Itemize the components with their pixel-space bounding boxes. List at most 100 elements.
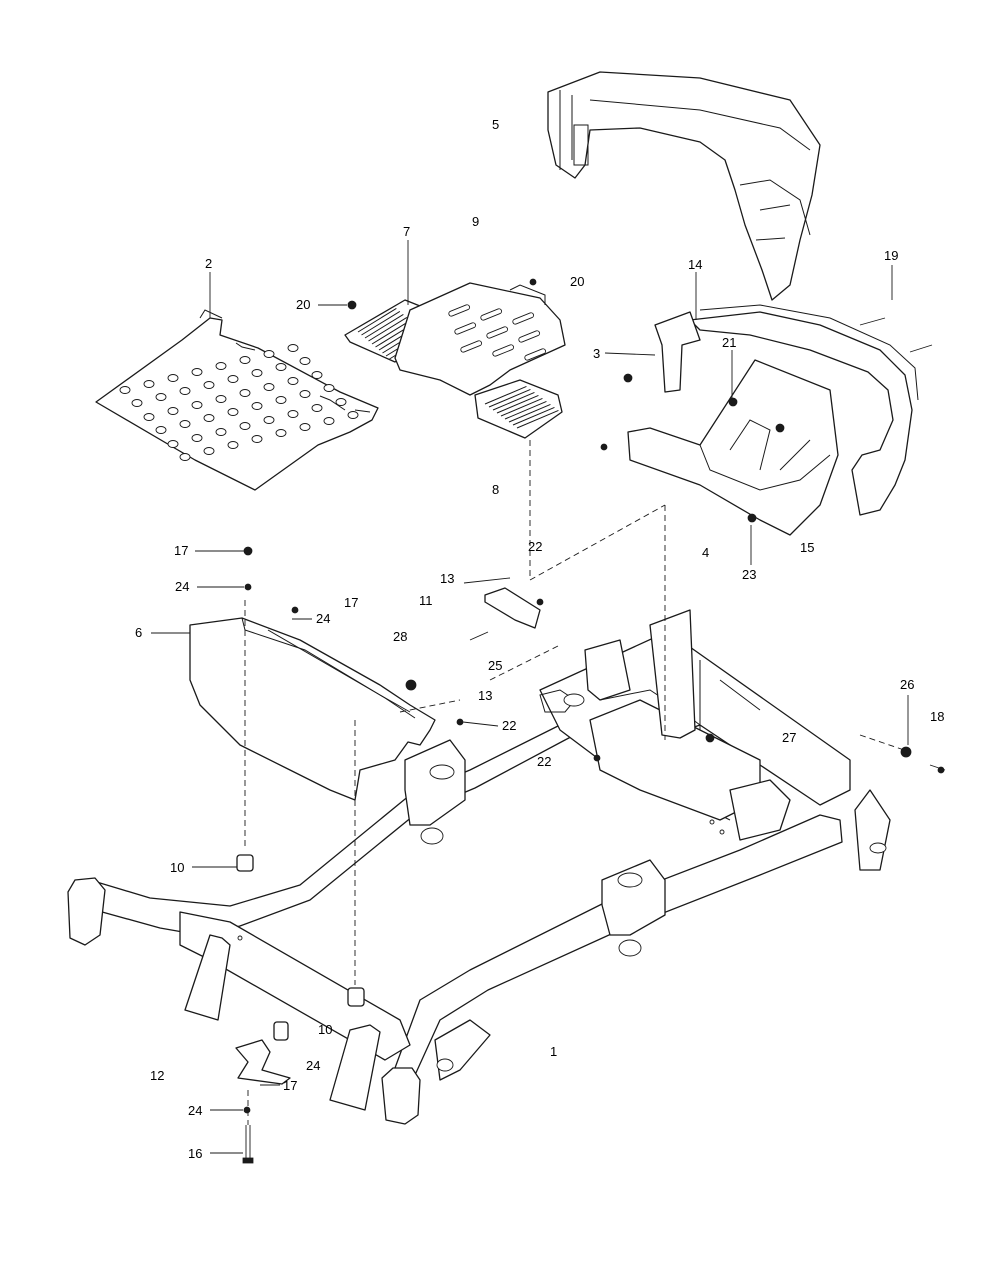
floor-plate-holes xyxy=(119,344,359,461)
plate-slot xyxy=(448,304,471,317)
floor-hole xyxy=(167,440,179,448)
callout-10-lower: 10 xyxy=(318,1022,332,1037)
plate-slot xyxy=(512,312,535,325)
floor-hole xyxy=(347,411,359,419)
floor-hole xyxy=(215,428,227,436)
part-footplate-8 xyxy=(474,379,563,439)
callout-23: 23 xyxy=(742,567,756,582)
callout-15: 15 xyxy=(800,540,814,555)
plate-slot xyxy=(518,330,541,343)
floor-hole xyxy=(179,453,191,461)
floor-hole xyxy=(251,402,263,410)
footplate-8-slots xyxy=(484,386,559,429)
callout-20-left: 20 xyxy=(296,297,310,312)
callout-13-upper: 13 xyxy=(440,571,454,586)
callout-14: 14 xyxy=(688,257,702,272)
callout-9: 9 xyxy=(472,214,479,229)
floor-hole xyxy=(227,375,239,383)
floor-hole xyxy=(299,423,311,431)
floor-hole xyxy=(191,434,203,442)
floor-hole xyxy=(155,426,167,434)
plate-slot xyxy=(361,311,401,336)
plate-slot xyxy=(500,398,543,417)
callout-24-middle: 24 xyxy=(316,611,330,626)
floor-hole xyxy=(203,381,215,389)
floor-hole xyxy=(203,414,215,422)
plate-slot xyxy=(486,326,509,339)
floor-hole xyxy=(263,416,275,424)
part-bracket-14 xyxy=(654,311,701,393)
part-seat-bracket-15 xyxy=(627,359,839,536)
callout-3: 3 xyxy=(593,346,600,361)
floor-hole xyxy=(227,408,239,416)
floor-hole xyxy=(167,407,179,415)
callout-17-lower: 17 xyxy=(283,1078,297,1093)
floor-hole xyxy=(275,396,287,404)
floor-hole xyxy=(191,368,203,376)
callout-17-middle: 17 xyxy=(344,595,358,610)
plate-slot xyxy=(484,386,527,405)
floor-hole xyxy=(227,441,239,449)
part-cover-6 xyxy=(189,617,436,801)
plate-slot xyxy=(504,401,547,420)
floor-hole xyxy=(287,344,299,352)
floor-hole xyxy=(155,393,167,401)
callout-26: 26 xyxy=(900,677,914,692)
part-fender-5 xyxy=(547,71,821,301)
part-main-frame-1 xyxy=(67,609,891,1125)
part-bolt-16 xyxy=(242,1125,254,1164)
floor-hole xyxy=(251,369,263,377)
plate-slot xyxy=(368,317,408,342)
part-footplate-9 xyxy=(394,282,566,396)
floor-hole xyxy=(275,363,287,371)
part-bracket-11 xyxy=(484,587,541,629)
callout-6: 6 xyxy=(135,625,142,640)
part-floor-plate-2 xyxy=(95,309,379,491)
callout-19: 19 xyxy=(884,248,898,263)
callout-1: 1 xyxy=(550,1044,557,1059)
callout-27: 27 xyxy=(782,730,796,745)
floor-hole xyxy=(131,399,143,407)
floor-hole xyxy=(335,398,347,406)
footplate-9-slots xyxy=(448,304,547,361)
callout-22-middle: 22 xyxy=(502,718,516,733)
floor-hole xyxy=(299,357,311,365)
plate-slot xyxy=(516,410,559,429)
callout-leaders xyxy=(151,240,909,1154)
part-bracket-12 xyxy=(235,1021,291,1085)
callout-7: 7 xyxy=(403,224,410,239)
floor-hole xyxy=(119,386,131,394)
floor-hole xyxy=(143,413,155,421)
floor-hole xyxy=(323,384,335,392)
floor-hole xyxy=(287,377,299,385)
plate-slot xyxy=(524,348,547,361)
callout-labels: 1 2 3 4 5 6 7 8 9 10 10 11 12 13 13 14 1… xyxy=(135,117,944,1161)
plate-slot xyxy=(492,392,535,411)
callout-2: 2 xyxy=(205,256,212,271)
floor-hole xyxy=(263,350,275,358)
floor-hole xyxy=(239,356,251,364)
floor-hole xyxy=(275,429,287,437)
plate-slot xyxy=(508,404,551,423)
part-seat-hoop-19 xyxy=(689,304,919,516)
plate-slot xyxy=(454,322,477,335)
callout-17-upper: 17 xyxy=(174,543,188,558)
callout-11: 11 xyxy=(419,593,433,608)
floor-hole xyxy=(239,422,251,430)
callout-8: 8 xyxy=(492,482,499,497)
plate-slot xyxy=(488,389,531,408)
callout-18: 18 xyxy=(930,709,944,724)
floor-hole xyxy=(179,387,191,395)
floor-hole xyxy=(311,404,323,412)
floor-hole xyxy=(203,447,215,455)
floor-hole xyxy=(143,380,155,388)
floor-hole xyxy=(323,417,335,425)
callout-10-upper: 10 xyxy=(170,860,184,875)
callout-5: 5 xyxy=(492,117,499,132)
callout-24-lower-left: 24 xyxy=(188,1103,202,1118)
callout-21: 21 xyxy=(722,335,736,350)
callout-13-lower: 13 xyxy=(478,688,492,703)
callout-24-upper: 24 xyxy=(175,579,189,594)
floor-hole xyxy=(179,420,191,428)
